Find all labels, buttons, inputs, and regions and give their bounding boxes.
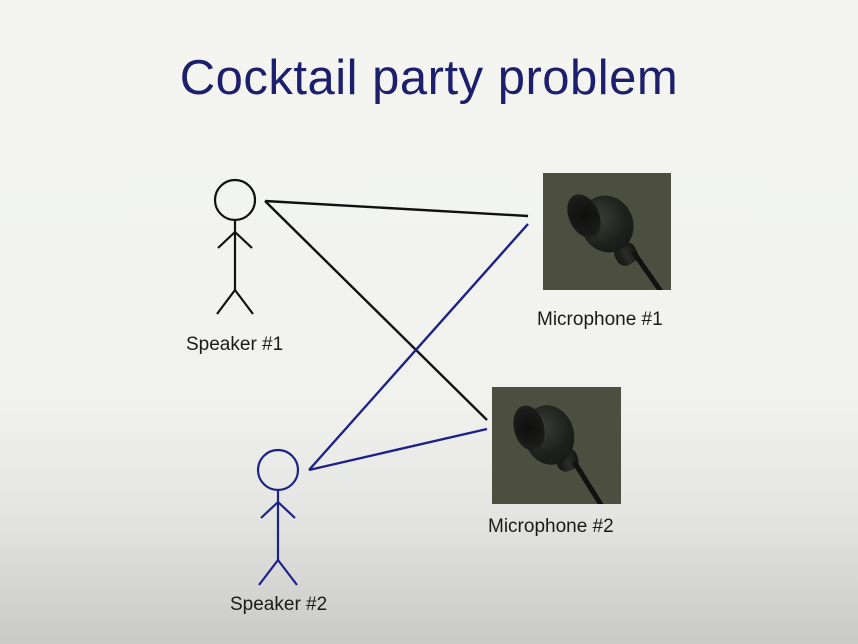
link-speaker2-mic2 <box>308 427 488 472</box>
microphone-2-label: Microphone #2 <box>488 516 614 537</box>
link-speaker1-mic1 <box>264 199 529 218</box>
microphone-2-photo <box>492 387 621 504</box>
speaker-2-left-leg <box>258 559 279 586</box>
microphone-1-photo <box>543 173 671 290</box>
speaker-1-left-leg <box>216 289 236 315</box>
speaker-1-head <box>213 178 257 222</box>
link-speaker2-mic1 <box>308 223 529 471</box>
speaker-2-head <box>256 448 300 492</box>
link-speaker1-mic2 <box>264 200 488 421</box>
speaker-2-label: Speaker #2 <box>230 594 328 615</box>
speaker-1-right-leg <box>234 289 254 315</box>
speaker-2-right-leg <box>277 559 298 586</box>
speaker-1-right-arm <box>234 231 253 249</box>
speaker-1-left-arm <box>217 231 236 249</box>
slide-title: Cocktail party problem <box>179 51 679 105</box>
speaker-1-figure <box>213 178 257 315</box>
microphone-1-label: Microphone #1 <box>537 309 663 330</box>
speaker-1-label: Speaker #1 <box>186 334 284 355</box>
speaker-2-left-arm <box>260 501 279 519</box>
speaker-2-right-arm <box>277 501 296 519</box>
speaker-2-figure <box>256 448 300 586</box>
